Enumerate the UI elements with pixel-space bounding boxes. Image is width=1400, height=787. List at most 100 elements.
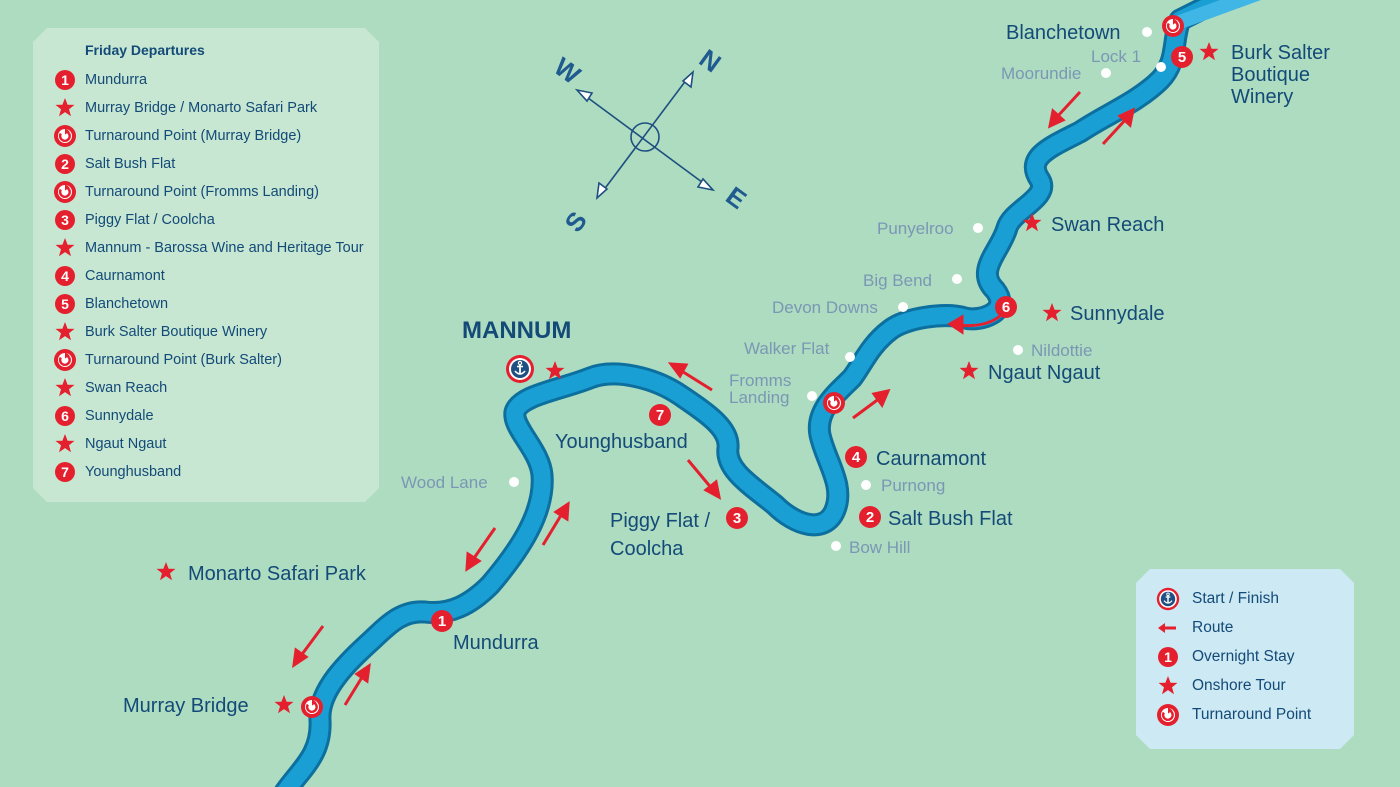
turnaround-icon <box>53 180 77 204</box>
legend-item-label: Swan Reach <box>85 380 168 396</box>
legend-item: Mannum - Barossa Wine and Heritage Tour <box>53 236 364 260</box>
lock1-dot <box>1156 62 1166 72</box>
route-arrow <box>1047 90 1082 129</box>
legend-item-label: Caurnamont <box>85 268 165 284</box>
compass-w-label: W <box>549 51 587 90</box>
legend-item-label: Sunnydale <box>85 408 154 424</box>
stop-badge-7: 7 <box>649 404 671 426</box>
legend-item-label: Ngaut Ngaut <box>85 436 167 452</box>
svg-text:3: 3 <box>733 510 741 527</box>
number-5-icon: 5 <box>53 292 77 316</box>
star-icon <box>53 320 77 344</box>
svg-text:2: 2 <box>866 509 874 526</box>
svg-text:1: 1 <box>438 613 446 630</box>
nildottie-label: Nildottie <box>1031 341 1092 360</box>
burk-salter-label-line2: Boutique <box>1231 64 1310 86</box>
purnong-dot <box>861 480 871 490</box>
lock1-label: Lock 1 <box>1091 47 1141 66</box>
legend-item-label: Turnaround Point (Murray Bridge) <box>85 128 302 144</box>
legend-item: Murray Bridge / Monarto Safari Park <box>53 96 317 120</box>
moorundie-dot <box>1101 68 1111 78</box>
number-6-icon: 6 <box>53 404 77 428</box>
salt-bush-flat-label: Salt Bush Flat <box>888 508 1013 530</box>
route-arrow <box>541 501 570 546</box>
piggy-flat-label-line1: Piggy Flat / <box>610 510 710 532</box>
burk-salter-star-icon <box>1199 42 1219 61</box>
legend-item-label: Blanchetown <box>85 296 169 312</box>
sunnydale-star-icon <box>1042 303 1062 322</box>
ngaut-ngaut-star-icon <box>959 361 979 380</box>
key-item: Start / Finish <box>1156 587 1279 611</box>
star-icon <box>53 96 77 120</box>
route-arrow <box>343 662 371 706</box>
fromms-landing-label-line2: Landing <box>729 388 790 407</box>
turnaround-icon <box>1156 703 1180 727</box>
compass-rose <box>574 69 716 201</box>
walker-flat-dot <box>845 352 855 362</box>
svg-text:5: 5 <box>1178 49 1186 66</box>
monarto-label: Monarto Safari Park <box>188 563 367 585</box>
devon-downs-label: Devon Downs <box>772 298 878 317</box>
sunnydale-label: Sunnydale <box>1070 303 1165 325</box>
number-2-icon: 2 <box>53 152 77 176</box>
number-1-icon: 1 <box>53 68 77 92</box>
arrow-icon <box>1156 616 1180 640</box>
fromms-landing-label-line1: Fromms <box>729 371 791 390</box>
wood-lane-dot <box>509 477 519 487</box>
caurnamont-label: Caurnamont <box>876 448 987 470</box>
mundurra-label: Mundurra <box>453 632 539 654</box>
route-arrow <box>667 362 713 392</box>
legend-item: 6 Sunnydale <box>53 404 154 428</box>
legend-item-label: Piggy Flat / Coolcha <box>85 212 215 228</box>
star-icon <box>1156 674 1180 698</box>
punyelroo-label: Punyelroo <box>877 219 954 238</box>
key-item-label: Overnight Stay <box>1192 648 1295 665</box>
svg-text:6: 6 <box>1002 299 1010 316</box>
legend-item-label: Mannum - Barossa Wine and Heritage Tour <box>85 240 364 256</box>
blanchetown-dot <box>1142 27 1152 37</box>
mannum-anchor-icon <box>505 354 535 384</box>
route-arrow <box>465 527 497 572</box>
route-arrow <box>686 459 722 500</box>
stop-badge-6: 6 <box>995 296 1017 318</box>
key-item: Route <box>1156 616 1233 640</box>
turnaround-burk-salter-icon <box>1160 13 1186 39</box>
key-item-label: Start / Finish <box>1192 590 1279 607</box>
stop-badge-3: 3 <box>726 507 748 529</box>
legend-item: Turnaround Point (Fromms Landing) <box>53 180 319 204</box>
nildottie-dot <box>1013 345 1023 355</box>
bow-hill-label: Bow Hill <box>849 538 910 557</box>
key-item: Onshore Tour <box>1156 674 1286 698</box>
legend-title: Friday Departures <box>85 42 205 58</box>
compass-e-label: E <box>720 180 752 214</box>
legend-item-label: Younghusband <box>85 464 182 480</box>
purnong-label: Purnong <box>881 476 945 495</box>
number-7-icon: 7 <box>53 460 77 484</box>
key-item-label: Onshore Tour <box>1192 677 1286 694</box>
legend-item-label: Murray Bridge / Monarto Safari Park <box>85 100 318 116</box>
route-arrow <box>1101 107 1136 146</box>
legend-item: 3 Piggy Flat / Coolcha <box>53 208 215 232</box>
blanchetown-label: Blanchetown <box>1006 22 1121 44</box>
legend-item-label: Turnaround Point (Burk Salter) <box>85 352 282 368</box>
star-icon <box>53 236 77 260</box>
number-3-icon: 3 <box>53 208 77 232</box>
stop-badge-5: 5 <box>1171 46 1193 68</box>
legend-item: 5 Blanchetown <box>53 292 168 316</box>
legend-item-label: Mundurra <box>85 72 148 88</box>
swan-reach-label: Swan Reach <box>1051 214 1164 236</box>
town-dots <box>509 27 1166 551</box>
route-arrow <box>292 625 325 669</box>
svg-text:4: 4 <box>852 449 861 466</box>
turnaround-icon <box>53 124 77 148</box>
legend-item: Ngaut Ngaut <box>53 432 166 456</box>
bow-hill-dot <box>831 541 841 551</box>
mannum-label: MANNUM <box>462 317 571 344</box>
stop-badge-4: 4 <box>845 446 867 468</box>
murray-bridge-star-icon <box>274 695 294 714</box>
big-bend-label: Big Bend <box>863 271 932 290</box>
murray-bridge-label: Murray Bridge <box>123 695 249 717</box>
